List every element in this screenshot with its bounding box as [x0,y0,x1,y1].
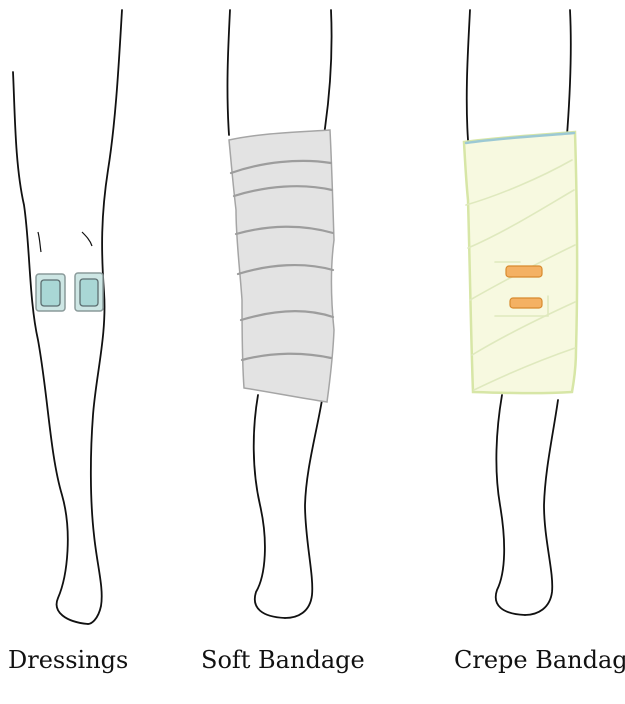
leg-outline-lower-left [254,395,285,618]
dressings-leg [13,10,122,624]
leg-outline-lower-right [285,400,322,618]
dressing-pad-left [36,274,65,311]
leg-outline-right [324,10,332,135]
leg-outline-left [227,10,230,135]
knee-line-right [82,232,92,246]
bandage-clip-bottom [510,298,542,308]
leg-outline-left [13,72,88,624]
leg-outline-lower-right [525,400,558,615]
leg-outline-lower-left [496,395,525,615]
leg-outline-left [467,10,470,140]
crepe-bandage-leg [464,10,577,615]
leg-outline-right [567,10,571,135]
leg-outline-right [88,10,122,624]
caption-soft-bandage: Soft Bandage [201,645,365,675]
knee-line-left [38,232,41,252]
caption-dressings: Dressings [8,645,128,675]
bandage-clip-top [506,266,542,277]
caption-crepe-bandage: Crepe Bandage [454,645,625,675]
dressing-pad-right [75,273,103,311]
soft-bandage-leg [227,10,334,618]
